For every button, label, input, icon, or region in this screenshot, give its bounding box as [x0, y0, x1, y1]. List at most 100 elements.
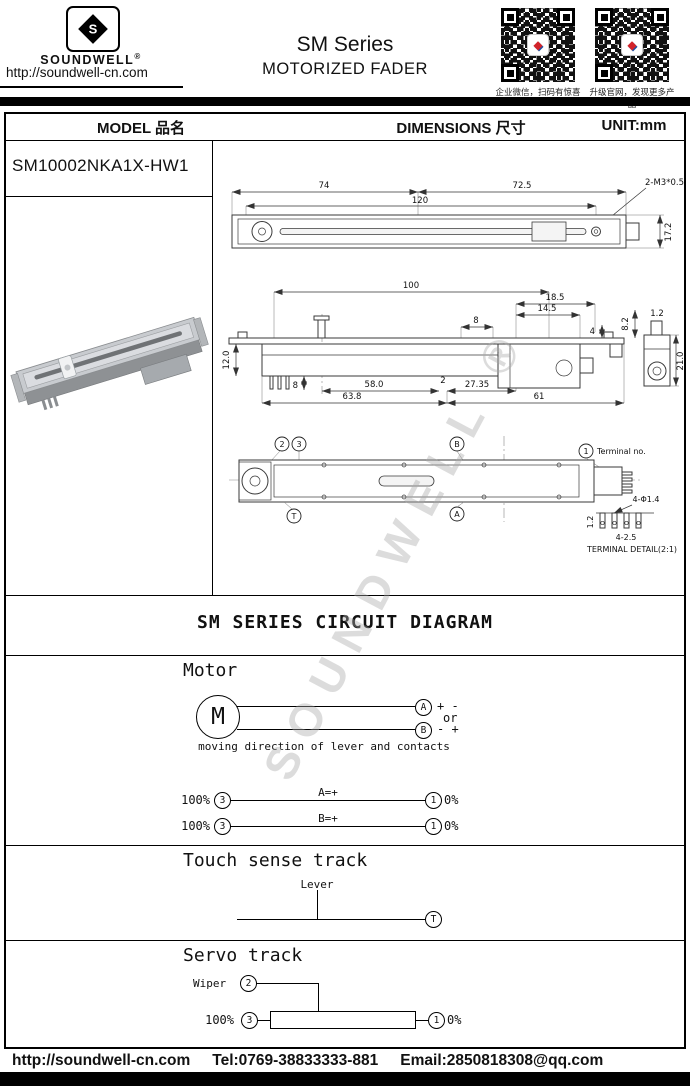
row1-track-line — [230, 800, 425, 802]
terminal-t: T — [425, 911, 442, 928]
row1-right-terminal: 1 — [425, 792, 442, 809]
or-label: or — [443, 711, 458, 725]
touch-heading: Touch sense track — [183, 850, 368, 871]
touch-track-line — [237, 919, 425, 921]
qr-finder-icon — [501, 8, 519, 26]
motor-note: moving direction of lever and contacts — [198, 740, 450, 753]
dim-27-35: 27.35 — [465, 380, 489, 390]
dim-thread: 2-M3*0.5 — [645, 178, 684, 188]
dim-21-0: 21.0 — [676, 352, 686, 371]
motor-wire-b — [237, 729, 415, 731]
qr-center-logo-icon — [528, 35, 548, 55]
servo-wire-right — [416, 1020, 428, 1022]
servo-left-terminal: 3 — [241, 1012, 258, 1029]
top-view: 74 72.5 120 2-M3*0.5 17.2 — [231, 178, 684, 249]
header-website: http://soundwell-cn.com — [6, 65, 148, 80]
footer-bar — [0, 1072, 690, 1086]
row1-right-pct: 0% — [444, 793, 459, 807]
dim-17-2: 17.2 — [664, 223, 674, 242]
footer-tel: Tel:0769-38833333-881 — [212, 1052, 379, 1069]
row2-label: B=+ — [318, 812, 338, 825]
dim-18-5: 18.5 — [546, 293, 565, 303]
dim-61: 61 — [534, 392, 545, 402]
touch-section-divider — [4, 940, 686, 942]
terminal-detail: 4-Φ1.4 1.2 4-2.5 TERMINAL DETAIL(2:1) — [586, 495, 677, 554]
row1-left-terminal: 3 — [214, 792, 231, 809]
servo-right-pct: 0% — [447, 1013, 462, 1027]
qr-caption-wechat: 企业微信，扫码有惊喜 — [495, 87, 581, 97]
qr-finder-icon — [595, 64, 613, 82]
dim-1-2: 1.2 — [650, 309, 664, 319]
brand-name: SOUNDWELL® — [16, 52, 166, 67]
product-title: MOTORIZED FADER — [262, 60, 428, 78]
model-cell-underline — [4, 196, 213, 198]
side-view: 100 18.5 14.5 8 4 8.2 — [222, 281, 686, 406]
terminal-3-label: 3 — [296, 440, 301, 449]
wiper-terminal: 2 — [240, 975, 257, 992]
dim-2: 2 — [440, 376, 445, 386]
row1-label: A=+ — [318, 786, 338, 799]
dim-14-5: 14.5 — [538, 304, 557, 314]
row1-left-pct: 100% — [181, 793, 210, 807]
dim-74: 74 — [319, 181, 330, 191]
dim-120: 120 — [412, 196, 428, 206]
content-frame — [4, 112, 686, 1049]
motor-heading: Motor — [183, 660, 238, 681]
polarity-a: + - — [437, 699, 459, 713]
terminal-b: B — [415, 722, 432, 739]
dim-4: 4 — [590, 327, 595, 337]
qr-finder-icon — [557, 8, 575, 26]
polarity-b: - + — [437, 722, 459, 736]
detail-holes-label: 4-Φ1.4 — [633, 495, 660, 504]
table-header-underline — [4, 140, 686, 142]
end-view: 1.2 21.0 — [643, 309, 686, 387]
footer-email: Email:2850818308@qq.com — [400, 1052, 604, 1069]
product-photo — [10, 316, 209, 411]
registered-mark: ® — [134, 52, 142, 61]
footer-website: http://soundwell-cn.com — [12, 1052, 191, 1069]
dimensions-column-header: DIMENSIONS 尺寸 — [396, 120, 526, 137]
motor-symbol: M — [196, 695, 240, 739]
soundwell-diamond-icon — [78, 14, 108, 44]
dim-8-top: 8 — [473, 316, 478, 326]
servo-resistor — [270, 1011, 416, 1029]
fader-isometric — [10, 316, 209, 411]
lever-stem-line — [317, 890, 319, 919]
dim-63-8: 63.8 — [343, 392, 362, 402]
motor-section-divider — [4, 845, 686, 847]
header-divider-bar — [0, 97, 690, 106]
motor-wire-a — [237, 706, 415, 708]
qr-finder-icon — [651, 8, 669, 26]
detail-pitch-label: 4-2.5 — [616, 533, 637, 542]
terminal-2-label: 2 — [279, 440, 284, 449]
dim-58-0: 58.0 — [365, 380, 384, 390]
terminal-a-label: A — [454, 510, 460, 519]
row2-left-terminal: 3 — [214, 818, 231, 835]
drawing-section-divider — [4, 595, 686, 597]
servo-heading: Servo track — [183, 945, 303, 966]
terminal-no-label: Terminal no. — [596, 447, 646, 456]
model-name: SM10002NKA1X-HW1 — [12, 156, 189, 175]
wiper-wire-h — [256, 983, 318, 985]
terminal-a: A — [415, 699, 432, 716]
qr-code-wechat — [499, 6, 577, 84]
dim-8-2: 8.2 — [621, 317, 631, 331]
detail-thickness-label: 1.2 — [586, 516, 595, 529]
bottom-view: 2 3 B 1 Terminal no. — [229, 436, 646, 524]
footer-contact: http://soundwell-cn.com Tel:0769-3883333… — [4, 1050, 686, 1072]
terminal-t-label: T — [291, 512, 297, 521]
lever-label: Lever — [300, 878, 334, 891]
terminal-1-label: 1 — [583, 447, 588, 456]
qr-finder-icon — [595, 8, 613, 26]
qr-finder-icon — [501, 64, 519, 82]
terminal-b-label: B — [454, 440, 460, 449]
qr-code-website — [593, 6, 671, 84]
row2-track-line — [230, 826, 425, 828]
soundwell-logo — [66, 6, 120, 52]
row2-right-terminal: 1 — [425, 818, 442, 835]
servo-left-pct: 100% — [205, 1013, 234, 1027]
brand-text: SOUNDWELL — [40, 53, 135, 68]
circuit-title-divider — [4, 655, 686, 657]
wiper-wire-v — [318, 983, 320, 1011]
